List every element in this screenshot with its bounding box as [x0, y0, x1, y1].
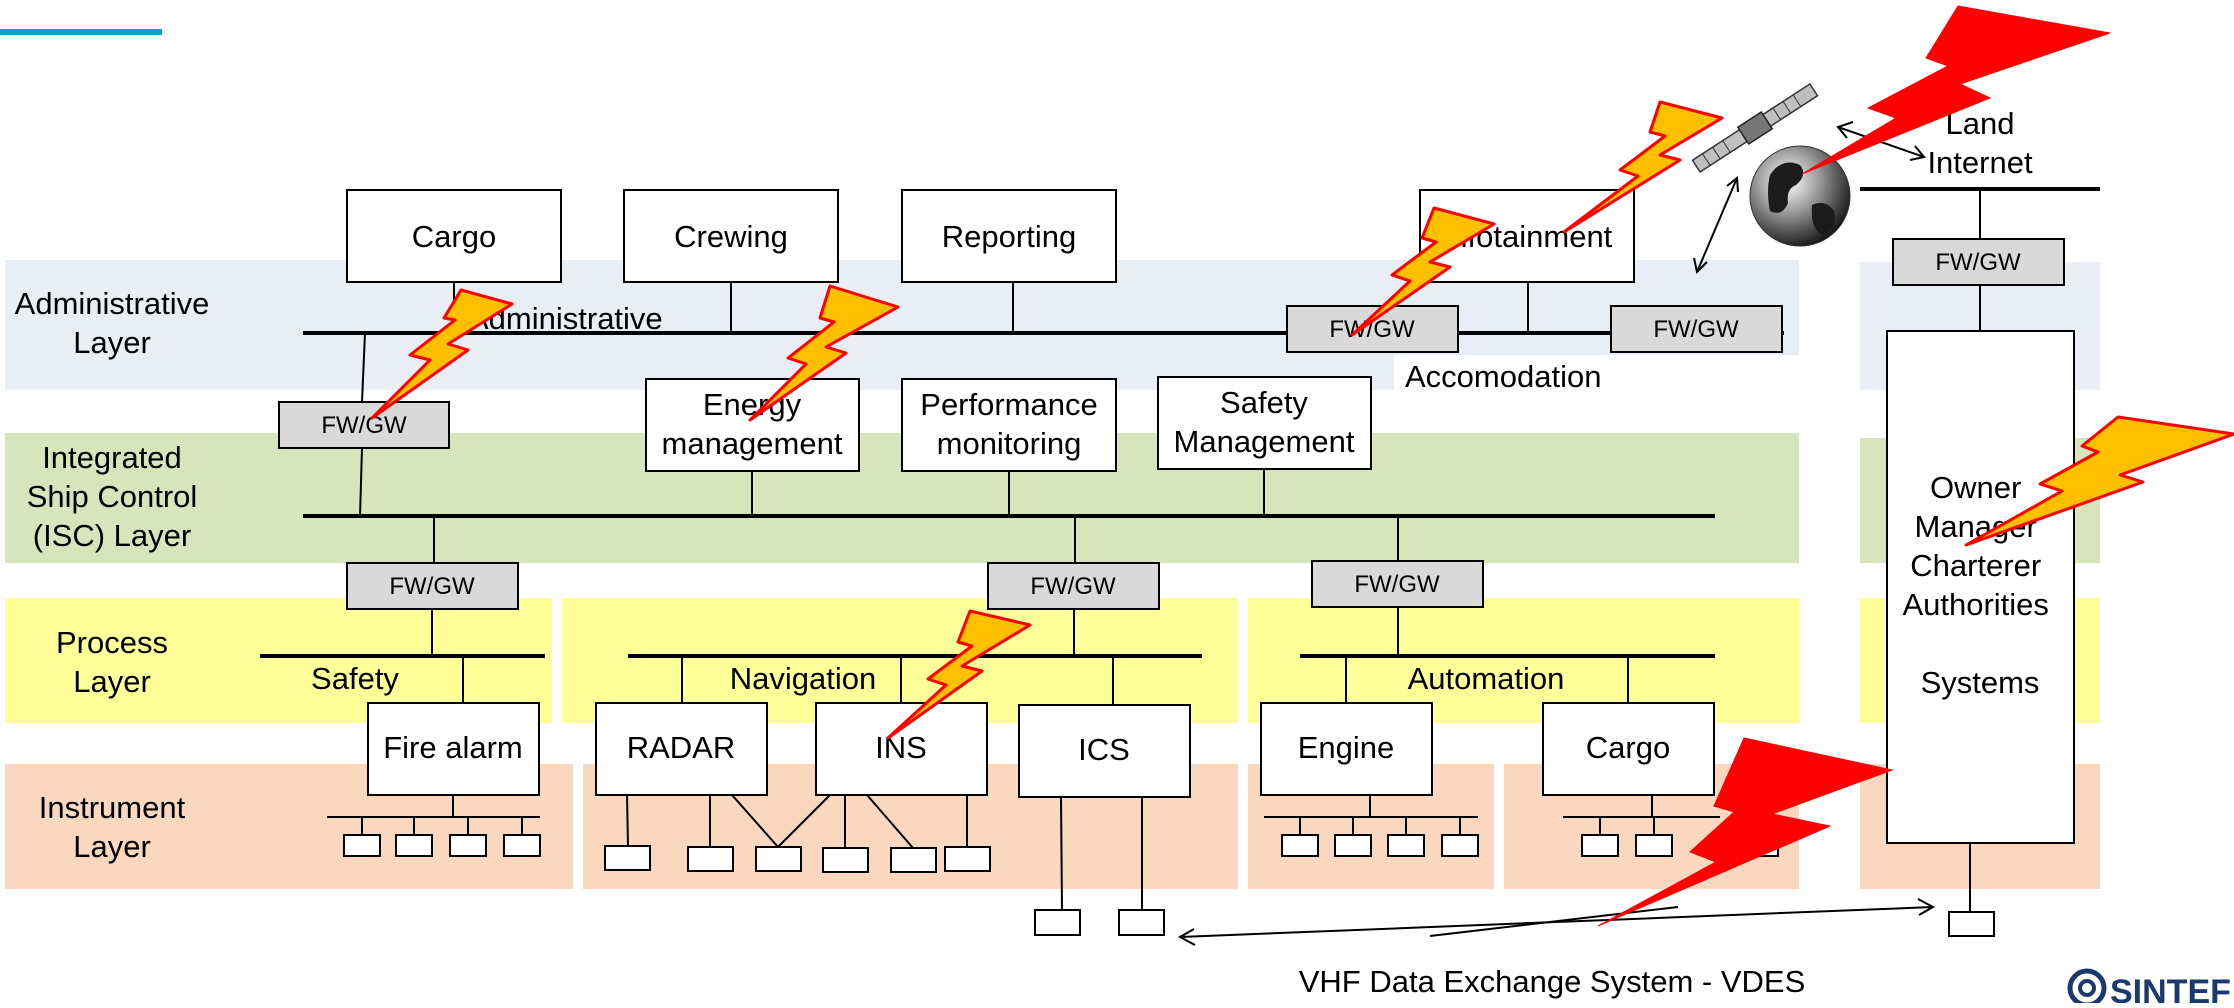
- engine-box: Engine: [1260, 702, 1433, 796]
- process-automation-label: Automation: [1408, 661, 1565, 696]
- svg-text:RADAR: RADAR: [627, 730, 736, 765]
- connectors: [359, 189, 1981, 912]
- svg-text:FW/GW: FW/GW: [1030, 573, 1116, 600]
- navigation-sensor-network: [604, 794, 991, 873]
- lightning-bolts: [370, 5, 2234, 927]
- accomodation-label: Accomodation: [1405, 359, 1601, 394]
- admin-reporting-box: Reporting: [901, 189, 1117, 283]
- link-arrows: [1177, 121, 1936, 946]
- svg-text:FW/GW: FW/GW: [1354, 571, 1440, 598]
- fire-alarm-box: Fire alarm: [367, 702, 540, 796]
- engine-sensor-network: [1264, 795, 1479, 857]
- fw-gw-shore: FW/GW: [1892, 238, 2065, 286]
- svg-text:INS: INS: [875, 730, 927, 765]
- process-navigation-label: Navigation: [730, 661, 876, 696]
- svg-text:Fire alarm: Fire alarm: [383, 730, 523, 765]
- fw-gw-admin-infotainment: FW/GW: [1286, 305, 1459, 353]
- svg-text:Engine: Engine: [1298, 730, 1395, 765]
- lightning-bolt-icon: [1562, 100, 1724, 234]
- lightning-bolt-icon: [748, 284, 900, 422]
- lightning-bolt-icon: [1350, 206, 1496, 337]
- svg-text:FW/GW: FW/GW: [321, 412, 407, 439]
- fw-gw-safety: FW/GW: [346, 562, 519, 610]
- vdes-label: VHF Data Exchange System - VDES: [1299, 964, 1806, 999]
- svg-text:FW/GW: FW/GW: [1653, 316, 1739, 343]
- svg-text:Crewing: Crewing: [674, 219, 788, 254]
- fw-gw-navigation: FW/GW: [987, 562, 1160, 610]
- instrument-cargo-box: Cargo: [1542, 702, 1715, 796]
- admin-cargo-box: Cargo: [346, 189, 562, 283]
- svg-text:Cargo: Cargo: [1586, 730, 1670, 765]
- header-accent-line: [0, 29, 162, 35]
- svg-text:Owner Manager Char: Owner Manager Charterer Authorities Syst…: [1902, 470, 2057, 700]
- svg-text:ICS: ICS: [1078, 732, 1130, 767]
- svg-text:FW/GW: FW/GW: [1935, 249, 2021, 276]
- ics-sensor-network: [1034, 796, 1165, 936]
- globe-icon: [1749, 145, 1851, 247]
- ics-box: ICS: [1018, 704, 1191, 798]
- svg-text:Cargo: Cargo: [412, 219, 496, 254]
- fire-alarm-sensor-network: [327, 795, 541, 857]
- lightning-bolt-icon: [1597, 737, 1894, 927]
- fw-gw-automation: FW/GW: [1311, 560, 1484, 608]
- lightning-bolt-icon: [1964, 415, 2234, 547]
- satellite-icon: [1691, 82, 1819, 174]
- fw-gw-admin-isc: FW/GW: [278, 401, 450, 449]
- energy-line-2: management: [662, 426, 843, 461]
- shore-vdes-terminal: [1948, 911, 1995, 937]
- fw-gw-accomodation: FW/GW: [1610, 305, 1783, 353]
- lightning-bolt-icon: [886, 609, 1032, 740]
- svg-text:SINTEF: SINTEF: [2110, 973, 2231, 1003]
- admin-crewing-box: Crewing: [623, 189, 839, 283]
- process-safety-label: Safety: [311, 661, 399, 696]
- svg-text:Reporting: Reporting: [942, 219, 1076, 254]
- ins-box: INS: [815, 702, 988, 796]
- svg-text:FW/GW: FW/GW: [389, 573, 475, 600]
- sintef-logo: SINTEF: [2067, 968, 2231, 1008]
- owner-systems-box: Owner Manager Charterer Authorities Syst…: [1886, 330, 2075, 844]
- lightning-bolt-icon: [370, 288, 514, 420]
- lightning-bolt-icon: [1801, 5, 2111, 175]
- radar-box: RADAR: [595, 702, 768, 796]
